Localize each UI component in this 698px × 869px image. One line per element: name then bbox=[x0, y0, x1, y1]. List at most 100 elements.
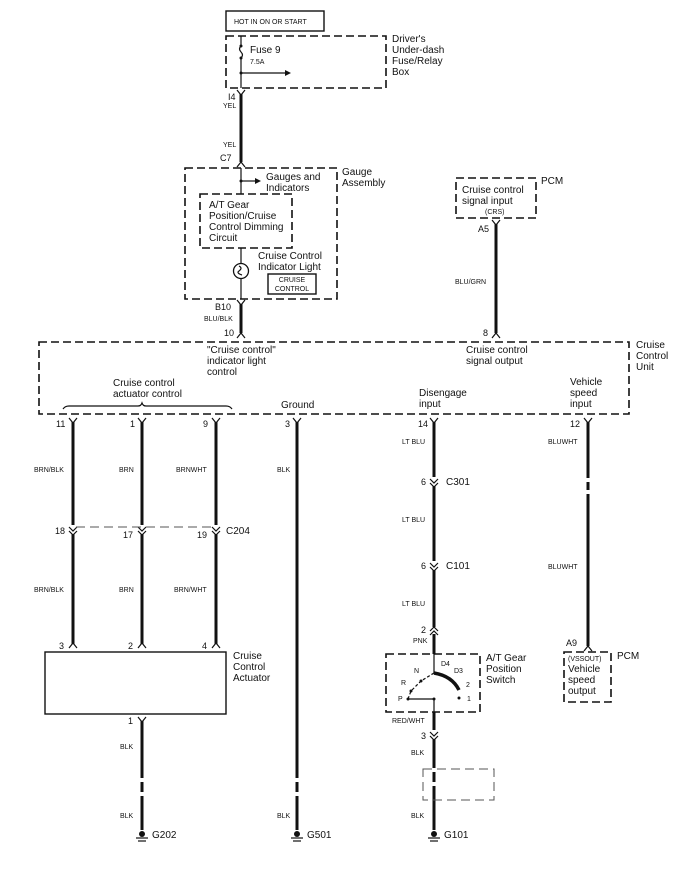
actuator-title-1: Cruise bbox=[233, 651, 262, 662]
wire-yel: I4 YEL YEL C7 bbox=[220, 89, 246, 168]
wire-label-brn-upper: BRN bbox=[119, 467, 134, 474]
wire-label-blk-sw-2: BLK bbox=[411, 813, 425, 820]
pin-18: 18 bbox=[55, 526, 65, 536]
pcm-top-line-1: Cruise control bbox=[462, 185, 524, 196]
pin-c7: C7 bbox=[220, 153, 232, 163]
pcm-top-line-2: signal input bbox=[462, 196, 513, 207]
wire-blu-blk: B10 BLU/BLK 10 bbox=[204, 299, 246, 339]
pcm-bottom-line-2: speed bbox=[568, 675, 595, 686]
ccu-title-2: Control bbox=[636, 351, 668, 362]
ccu-title-3: Unit bbox=[636, 362, 654, 373]
pcm-bottom-line-3: output bbox=[568, 686, 596, 697]
pin-14: 14 bbox=[418, 419, 428, 429]
position-d4: D4 bbox=[441, 661, 450, 668]
wire-label-bluwht-1: BLUWHT bbox=[548, 439, 578, 446]
wire-label-yel-2: YEL bbox=[223, 142, 236, 149]
wire-label-lt-blu-1: LT BLU bbox=[402, 439, 425, 446]
cruise-control-badge: CRUISE CONTROL bbox=[267, 273, 317, 295]
position-n: N bbox=[414, 668, 419, 675]
pin-a9: A9 bbox=[566, 638, 577, 648]
wire-label-blk-center-1: BLK bbox=[277, 467, 291, 474]
ground-icon bbox=[291, 831, 303, 842]
wire-label-blu-blk: BLU/BLK bbox=[204, 316, 233, 323]
fuse-name: Fuse 9 bbox=[250, 45, 281, 56]
arrow-right-icon bbox=[241, 70, 291, 76]
ground-g501: G501 bbox=[307, 830, 332, 841]
at-switch-title-1: A/T Gear bbox=[486, 653, 527, 664]
wire-label-red-wht: RED/WHT bbox=[392, 718, 425, 725]
wire-label-bluwht-2: BLUWHT bbox=[548, 564, 578, 571]
connector-c101: C101 bbox=[446, 561, 470, 572]
wire-switch-ground: RED/WHT 3 BLK BLK G101 bbox=[392, 712, 495, 842]
pin-10: 10 bbox=[224, 328, 234, 338]
pcm-speed-output: PCM (VSSOUT) Vehicle speed output bbox=[563, 651, 639, 703]
pin-17: 17 bbox=[123, 530, 133, 540]
ground-g101: G101 bbox=[444, 830, 469, 841]
pin-act-2: 2 bbox=[128, 641, 133, 651]
pcm-bottom-line-1: Vehicle bbox=[568, 664, 601, 675]
wire-label-blk-sw-1: BLK bbox=[411, 750, 425, 757]
ccu-signal-1: Cruise control bbox=[466, 345, 528, 356]
optional-component-box bbox=[422, 768, 495, 801]
gauge-title-1: Gauge bbox=[342, 167, 372, 178]
pin-12: 12 bbox=[570, 419, 580, 429]
pin-1: 1 bbox=[130, 419, 135, 429]
ccu-speed-3: input bbox=[570, 399, 592, 410]
pin-19: 19 bbox=[197, 530, 207, 540]
pin-b10: B10 bbox=[215, 302, 231, 312]
arrow-right-icon bbox=[241, 178, 261, 184]
at-switch-title-3: Switch bbox=[486, 675, 515, 686]
connector-c204: C204 bbox=[226, 526, 250, 537]
wire-label-brn-blk-lower: BRN/BLK bbox=[34, 587, 64, 594]
wire-label-brn-lower: BRN bbox=[119, 587, 134, 594]
position-d3: D3 bbox=[454, 668, 463, 675]
fuse-box-title-4: Box bbox=[392, 67, 409, 78]
ccu-disengage-2: input bbox=[419, 399, 441, 410]
ccu-actuator-1: Cruise control bbox=[113, 378, 175, 389]
ccu-speed-1: Vehicle bbox=[570, 377, 603, 388]
ccu-signal-2: signal output bbox=[466, 356, 523, 367]
wire-ground-center: BLK BLK G501 bbox=[277, 417, 332, 842]
ccu-ground: Ground bbox=[281, 400, 314, 411]
position-2: 2 bbox=[466, 682, 470, 689]
dimming-line-3: Control Dimming bbox=[209, 222, 283, 233]
wire-label-lt-blu-3: LT BLU bbox=[402, 601, 425, 608]
fuse-box-title-1: Driver's bbox=[392, 34, 426, 45]
fuse-box-title-2: Under-dash bbox=[392, 45, 444, 56]
cruise-control-actuator: Cruise Control Actuator 1 bbox=[44, 651, 271, 726]
gauges-branch-1: Gauges and bbox=[266, 172, 321, 183]
ccu-light-1: "Cruise control" bbox=[207, 345, 276, 356]
ccu-actuator-2: actuator control bbox=[113, 389, 182, 400]
ground-icon bbox=[428, 831, 440, 842]
pcm-bottom-title: PCM bbox=[617, 651, 639, 662]
fuse-rating: 7.5A bbox=[250, 59, 265, 66]
wire-blu-grn: A5 BLU/GRN 8 bbox=[455, 219, 501, 339]
wire-label-blk-act-2: BLK bbox=[120, 813, 134, 820]
wire-label-blu-grn: BLU/GRN bbox=[455, 279, 486, 286]
fuse-relay-box: Driver's Under-dash Fuse/Relay Box Fuse … bbox=[225, 34, 444, 89]
ground-icon bbox=[136, 831, 148, 842]
power-source: HOT IN ON OR START bbox=[225, 10, 325, 32]
pin-act-4: 4 bbox=[202, 641, 207, 651]
fuse-icon bbox=[238, 36, 244, 88]
gauge-assembly: Gauge Assembly Gauges and Indicators A/T… bbox=[184, 167, 385, 300]
wire-label-brn-wht-lower: BRN/WHT bbox=[174, 587, 207, 594]
wire-actuator-ground: BLK BLK G202 bbox=[120, 716, 177, 842]
pin-c101-6: 6 bbox=[421, 561, 426, 571]
position-1: 1 bbox=[467, 696, 471, 703]
pcm-top-code: (CRS) bbox=[485, 209, 504, 216]
pcm-top-title: PCM bbox=[541, 176, 563, 187]
wire-label-blk-center-2: BLK bbox=[277, 813, 291, 820]
pcm-bottom-code: (VSSOUT) bbox=[568, 656, 601, 663]
at-switch-title-2: Position bbox=[486, 664, 522, 675]
gauge-title-2: Assembly bbox=[342, 178, 385, 189]
badge-line-1: CRUISE bbox=[279, 277, 306, 284]
ccu-title-1: Cruise bbox=[636, 340, 665, 351]
ccu-bottom-pins: 11 1 9 3 14 12 bbox=[56, 419, 580, 429]
pin-a5: A5 bbox=[478, 224, 489, 234]
wire-disengage: LT BLU 6 C301 LT BLU 6 C101 LT BLU 2 PNK bbox=[402, 417, 470, 654]
pin-sw-3: 3 bbox=[421, 731, 426, 741]
pin-act-1: 1 bbox=[128, 716, 133, 726]
position-r: R bbox=[401, 680, 406, 687]
